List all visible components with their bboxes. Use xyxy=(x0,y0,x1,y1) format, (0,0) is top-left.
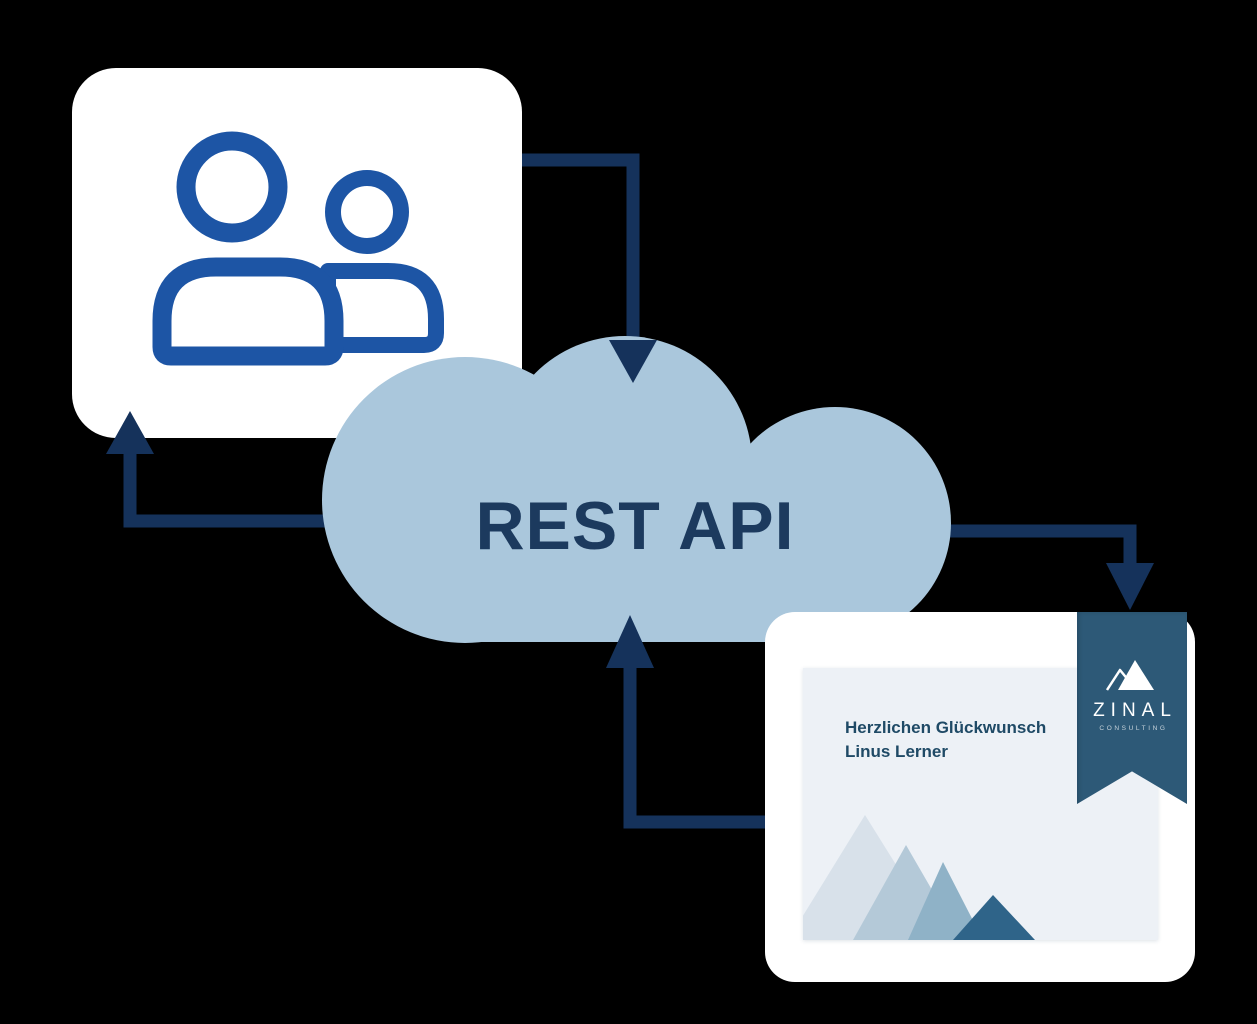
ribbon-tagline-text: CONSULTING xyxy=(1099,725,1168,732)
arrow-users-to-api-line xyxy=(522,153,640,342)
certificate-card: Herzlichen Glückwunsch Linus Lerner ZINA… xyxy=(765,612,1195,982)
greeting-line-1: Herzlichen Glückwunsch xyxy=(845,718,1047,737)
arrow-certificate-to-api-line xyxy=(623,666,765,829)
mountains-graphic xyxy=(803,815,1035,940)
arrow-users-to-api-head xyxy=(609,340,657,383)
arrow-api-to-users-line xyxy=(123,452,420,528)
users-card xyxy=(72,68,522,438)
rest-api-label: REST API xyxy=(475,488,795,564)
cloud-shape xyxy=(322,336,951,643)
mountain-logo-icon xyxy=(1105,660,1154,691)
ribbon-brand-text: ZINAL xyxy=(1093,700,1177,721)
arrow-api-to-users-head xyxy=(106,411,154,454)
arrow-certificate-to-api-head xyxy=(606,615,654,668)
certificate-greeting: Herzlichen Glückwunsch Linus Lerner xyxy=(845,716,1046,764)
greeting-line-2: Linus Lerner xyxy=(845,741,948,761)
certificate-panel: Herzlichen Glückwunsch Linus Lerner xyxy=(803,668,1158,940)
arrow-api-to-certificate-head xyxy=(1106,563,1154,610)
users-icon xyxy=(152,131,444,366)
arrow-api-to-certificate-line xyxy=(940,524,1137,566)
rest-api-cloud: REST API xyxy=(315,335,955,647)
